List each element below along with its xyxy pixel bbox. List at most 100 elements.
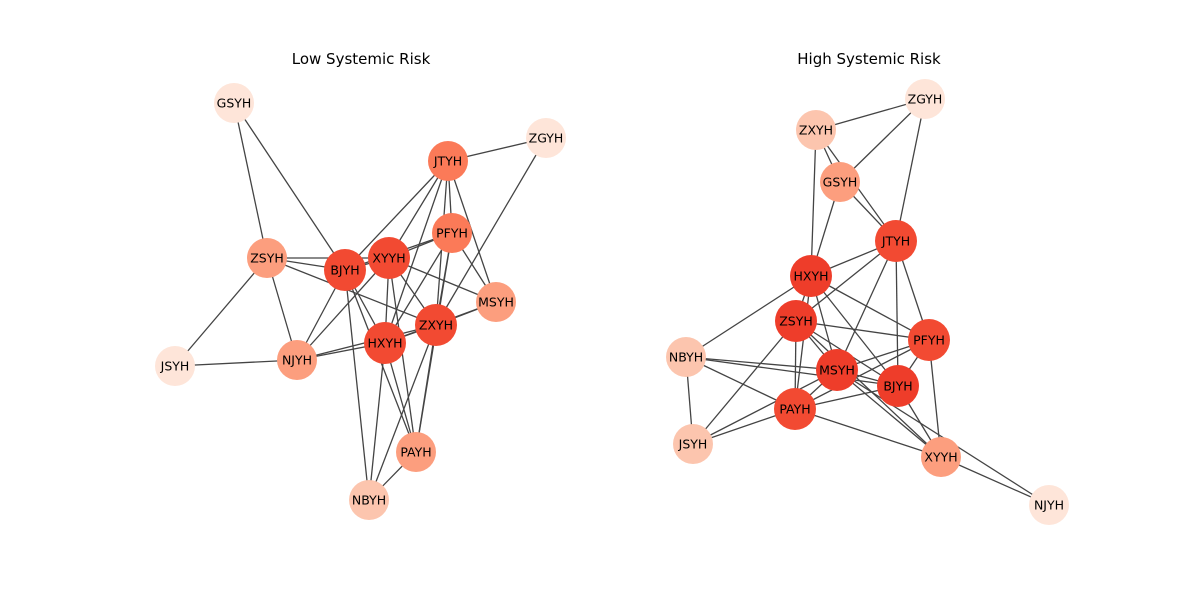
panel-title-low-risk: Low Systemic Risk [292,50,431,68]
edge-hxyh-bjyh [810,275,899,387]
node-pfyh: PFYH [432,213,472,253]
edge-gsyh-bjyh [233,102,346,271]
node-circle [1029,485,1069,525]
edge-pfyh-hxyh [384,232,453,344]
node-circle [526,118,566,158]
node-circle [796,110,836,150]
node-zsyh: ZSYH [775,300,817,342]
node-gsyh: GSYH [214,83,254,123]
node-circle [247,238,287,278]
node-payh: PAYH [774,388,816,430]
node-circle [324,249,366,291]
node-label: NBYH [669,350,703,365]
node-circle [349,480,389,520]
node-gsyh: GSYH [820,162,860,202]
node-zsyh: ZSYH [247,238,287,278]
edge-jtyh-bjyh [344,160,449,271]
edge-hxyh-pfyh [810,275,930,341]
node-jtyh: JTYH [875,220,917,262]
node-label: ZSYH [250,251,284,266]
node-circle [277,340,317,380]
node-bjyh: BJYH [877,365,919,407]
edge-jtyh-bjyh [895,240,899,387]
node-circle [368,237,410,279]
node-zxyh: ZXYH [796,110,836,150]
node-label: HXYH [794,269,829,284]
edge-jtyh-msyh [447,160,497,303]
node-circle [908,319,950,361]
node-jsyh: JSYH [673,424,713,464]
node-label: MSYH [819,363,855,378]
node-bjyh: BJYH [324,249,366,291]
node-label: ZSYH [779,314,813,329]
edge-payh-xyyh [794,408,942,458]
node-hxyh: HXYH [790,255,832,297]
node-circle [775,300,817,342]
edge-zsyh-jsyh [692,320,797,445]
edge-nbyh-bjyh [685,356,899,387]
node-msyh: MSYH [816,349,858,391]
node-nbyh: NBYH [349,480,389,520]
node-xyyh: XYYH [368,237,410,279]
node-circle [666,337,706,377]
node-circle [790,255,832,297]
node-label: ZXYH [419,318,453,333]
node-label: PFYH [436,226,468,241]
node-label: NJYH [282,353,312,368]
edge-xyyh-njyh [296,257,390,361]
edge-jtyh-zsyh [795,240,897,322]
node-label: BJYH [883,379,912,394]
edge-jsyh-njyh [174,359,298,367]
edge-zsyh-jsyh [174,257,268,367]
node-circle [396,432,436,472]
node-zxyh: ZXYH [415,304,457,346]
edge-pfyh-payh [794,339,930,410]
node-label: NJYH [1034,498,1064,513]
node-label: ZGYH [908,92,943,107]
edge-zxyh-payh [415,324,437,453]
node-jsyh: JSYH [155,346,195,386]
node-label: JSYH [678,437,708,452]
node-circle [476,282,516,322]
node-circle [877,365,919,407]
edge-zxyh-nbyh [368,324,437,501]
edge-bjyh-nbyh [344,269,370,501]
node-circle [875,220,917,262]
node-label: NBYH [352,493,386,508]
edge-hxyh-payh [794,275,812,410]
node-zgyh: ZGYH [526,118,566,158]
panel-title-high-risk: High Systemic Risk [797,50,941,68]
edge-hxyh-nbyh [368,342,386,501]
edge-hxyh-nbyh [685,275,812,358]
node-label: GSYH [217,96,252,111]
low-risk-network-panel: Low Systemic Risk GSYH ZGYH JTYH ZSYH BJYH XY… [155,50,566,520]
node-msyh: MSYH [476,282,516,322]
node-label: XYYH [372,251,405,266]
node-njyh: NJYH [277,340,317,380]
node-label: PAYH [779,402,810,417]
edge-zsyh-xyyh [795,320,942,458]
high-risk-network-panel: High Systemic Risk ZGYH ZXYH GSYH JTYH HXYH Z… [666,50,1069,525]
node-label: GSYH [823,175,858,190]
node-circle [673,424,713,464]
node-circle [905,79,945,119]
node-hxyh: HXYH [364,322,406,364]
edge-xyyh-payh [388,257,417,453]
node-label: JTYH [433,154,462,169]
node-label: JSYH [160,359,190,374]
high-risk-edges [685,98,1050,506]
node-label: XYYH [924,450,957,465]
node-label: PAYH [400,445,431,460]
node-label: ZXYH [799,123,833,138]
node-zgyh: ZGYH [905,79,945,119]
node-circle [364,322,406,364]
edge-zxyh-hxyh [810,129,817,277]
node-pfyh: PFYH [908,319,950,361]
edge-zsyh-pfyh [795,320,930,341]
node-circle [214,83,254,123]
edge-msyh-xyyh [836,369,942,458]
node-nbyh: NBYH [666,337,706,377]
node-xyyh: XYYH [921,437,961,477]
edge-gsyh-zsyh [233,102,268,259]
